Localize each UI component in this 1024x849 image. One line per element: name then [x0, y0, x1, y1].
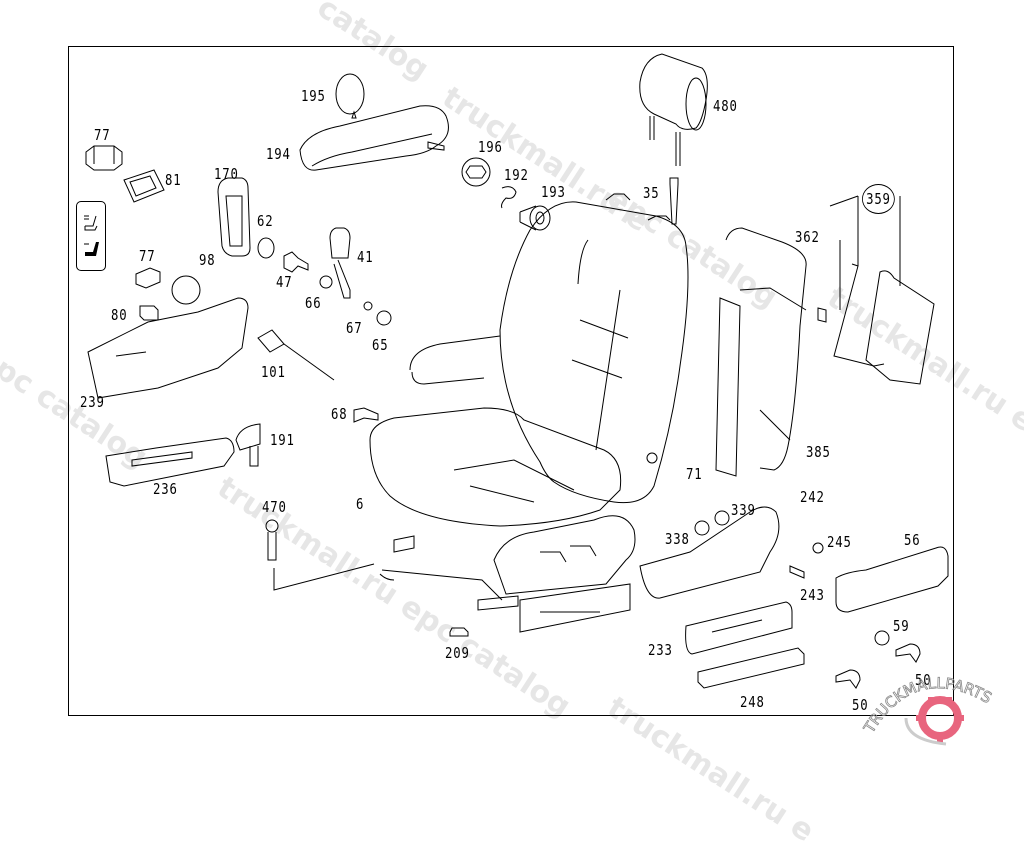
part-193-plug[interactable]	[519, 205, 551, 231]
callout-193[interactable]: 193	[541, 183, 566, 201]
seat-heating-on-icon	[84, 242, 99, 256]
callout-359[interactable]: 359	[862, 184, 895, 214]
part-77-rocker[interactable]	[135, 267, 161, 289]
seat-heating-off-icon	[84, 215, 98, 231]
callout-245[interactable]: 245	[827, 533, 852, 551]
part-101-cable[interactable]	[257, 329, 335, 381]
callout-41[interactable]: 41	[357, 248, 374, 266]
part-245-plug[interactable]	[812, 542, 824, 554]
part-41-buckle[interactable]	[329, 227, 351, 299]
part-239-panel[interactable]	[87, 297, 249, 399]
callout-339[interactable]: 339	[731, 501, 756, 519]
callout-66[interactable]: 66	[305, 294, 322, 312]
callout-50[interactable]: 50	[915, 671, 932, 689]
part-191-bracket[interactable]	[235, 423, 261, 467]
part-47-bolt[interactable]	[283, 251, 309, 273]
part-209-clip[interactable]	[449, 627, 469, 637]
part-196-nut[interactable]	[461, 157, 491, 187]
callout-101[interactable]: 101	[261, 363, 286, 381]
part-248-strip[interactable]	[697, 647, 805, 689]
callout-80[interactable]: 80	[111, 306, 128, 324]
callout-98[interactable]: 98	[199, 251, 216, 269]
part-seat-rails[interactable]	[379, 535, 519, 611]
part-236-panel[interactable]	[105, 437, 235, 487]
part-6-cushion[interactable]	[369, 407, 622, 527]
callout-71[interactable]: 71	[686, 465, 703, 483]
part-480-headrest[interactable]	[639, 53, 708, 166]
gear-icon	[904, 696, 964, 746]
seat-heating-legend	[76, 201, 106, 271]
callout-47[interactable]: 47	[276, 273, 293, 291]
part-194-armrest[interactable]	[299, 105, 449, 171]
part-66-washer[interactable]	[319, 275, 333, 289]
callout-192[interactable]: 192	[504, 166, 529, 184]
part-470-bolt[interactable]	[265, 519, 375, 591]
callout-480[interactable]: 480	[713, 97, 738, 115]
callout-194[interactable]: 194	[266, 145, 291, 163]
callout-77[interactable]: 77	[139, 247, 156, 265]
callout-191[interactable]: 191	[270, 431, 295, 449]
callout-338[interactable]: 338	[665, 530, 690, 548]
part-98-knob[interactable]	[171, 275, 201, 305]
callout-470[interactable]: 470	[262, 498, 287, 516]
callout-62[interactable]: 62	[257, 212, 274, 230]
callout-50[interactable]: 50	[852, 696, 869, 714]
part-62-ring[interactable]	[257, 237, 275, 259]
part-71-pad[interactable]	[715, 297, 741, 477]
truckmallparts-logo: TRUCKMALLPARTS	[862, 674, 995, 746]
part-50-hook[interactable]	[835, 669, 861, 689]
part-242-side-cover[interactable]	[639, 506, 780, 599]
part-35-guide[interactable]	[669, 177, 679, 225]
part-seat-backrest[interactable]	[499, 193, 689, 504]
callout-362[interactable]: 362	[795, 228, 820, 246]
callout-243[interactable]: 243	[800, 586, 825, 604]
callout-385[interactable]: 385	[806, 443, 831, 461]
part-192-clip[interactable]	[501, 186, 517, 209]
callout-67[interactable]: 67	[346, 319, 363, 337]
callout-209[interactable]: 209	[445, 644, 470, 662]
part-seat-side-cover[interactable]	[493, 515, 636, 633]
callout-195[interactable]: 195	[301, 87, 326, 105]
part-59-cap[interactable]	[874, 630, 890, 646]
part-339-pin[interactable]	[714, 510, 730, 526]
parts-line-art	[85, 53, 949, 689]
part-170-cover[interactable]	[217, 177, 251, 257]
callout-56[interactable]: 56	[904, 531, 921, 549]
diagram-frame	[68, 46, 954, 716]
part-338-clip[interactable]	[694, 520, 710, 536]
part-seat-armrest[interactable]	[409, 335, 501, 385]
part-385-back-frame[interactable]	[725, 227, 807, 471]
part-233-rail-cover[interactable]	[685, 601, 793, 655]
part-243-screw[interactable]	[789, 565, 805, 579]
part-77-switch[interactable]	[85, 145, 123, 171]
part-362-clip[interactable]	[817, 307, 827, 323]
callout-170[interactable]: 170	[214, 165, 239, 183]
callout-81[interactable]: 81	[165, 171, 182, 189]
part-50-hook[interactable]	[895, 643, 921, 663]
part-67-washer[interactable]	[363, 301, 373, 311]
part-359-cover-set[interactable]	[829, 195, 935, 385]
callout-242[interactable]: 242	[800, 488, 825, 506]
callout-59[interactable]: 59	[893, 617, 910, 635]
callout-233[interactable]: 233	[648, 641, 673, 659]
callout-196[interactable]: 196	[478, 138, 503, 156]
part-80-cap[interactable]	[139, 305, 159, 321]
callout-77[interactable]: 77	[94, 126, 111, 144]
part-81-bezel[interactable]	[123, 169, 165, 203]
callout-248[interactable]: 248	[740, 693, 765, 711]
callout-236[interactable]: 236	[153, 480, 178, 498]
callout-68[interactable]: 68	[331, 405, 348, 423]
callout-35[interactable]: 35	[643, 184, 660, 202]
callout-65[interactable]: 65	[372, 336, 389, 354]
part-68-pin[interactable]	[353, 407, 379, 423]
callout-239[interactable]: 239	[80, 393, 105, 411]
part-65-nut[interactable]	[376, 310, 392, 326]
callout-6[interactable]: 6	[356, 495, 365, 513]
part-56-trim[interactable]	[835, 546, 949, 613]
part-195-ring[interactable]	[335, 73, 365, 119]
